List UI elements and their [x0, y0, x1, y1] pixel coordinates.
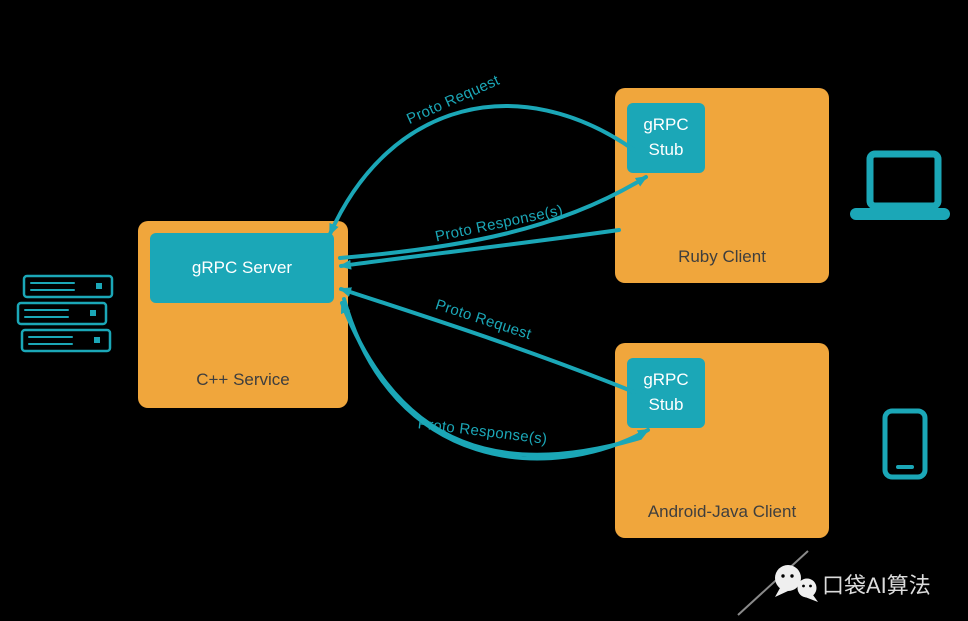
node-cpp-service: gRPC Server C++ Service — [138, 221, 348, 408]
ruby-request-arrow — [328, 104, 636, 236]
watermark-text: 口袋AI算法 — [822, 573, 931, 598]
ruby-request-label: Proto Request — [404, 72, 503, 128]
ruby-response-arrow — [338, 175, 648, 260]
android-client-title: Android-Java Client — [647, 502, 797, 521]
node-android-java-client: gRPC Stub Android-Java Client — [615, 343, 829, 538]
android-response-arrow — [342, 297, 650, 461]
android-grpc-stub-label: gRPC Stub — [643, 370, 689, 414]
node-ruby-client: gRPC Stub Ruby Client — [615, 88, 829, 283]
grpc-server-label: gRPC Server — [191, 257, 293, 277]
ruby-response-arrow-2 — [339, 228, 621, 270]
ruby-grpc-stub-box: gRPC Stub — [627, 103, 705, 173]
android-grpc-stub-box: gRPC Stub — [627, 358, 705, 428]
wechat-logo-icon — [775, 565, 818, 602]
watermark: 口袋AI算法 — [737, 550, 931, 616]
laptop-icon — [850, 150, 950, 220]
ruby-grpc-stub-label: gRPC Stub — [643, 115, 689, 159]
android-request-label: Proto Request — [433, 296, 534, 343]
smartphone-icon — [882, 408, 928, 480]
android-response-arrow-2 — [340, 301, 642, 457]
watermark-slash — [737, 550, 809, 616]
android-request-arrow — [339, 287, 636, 394]
cpp-service-title: C++ Service — [196, 370, 290, 389]
ruby-response-label: Proto Response(s) — [434, 202, 565, 246]
android-response-label: Proto Response(s) — [417, 415, 548, 448]
ruby-client-title: Ruby Client — [678, 247, 766, 266]
server-rack-icon — [16, 274, 114, 353]
grpc-server-box: gRPC Server — [150, 233, 334, 303]
